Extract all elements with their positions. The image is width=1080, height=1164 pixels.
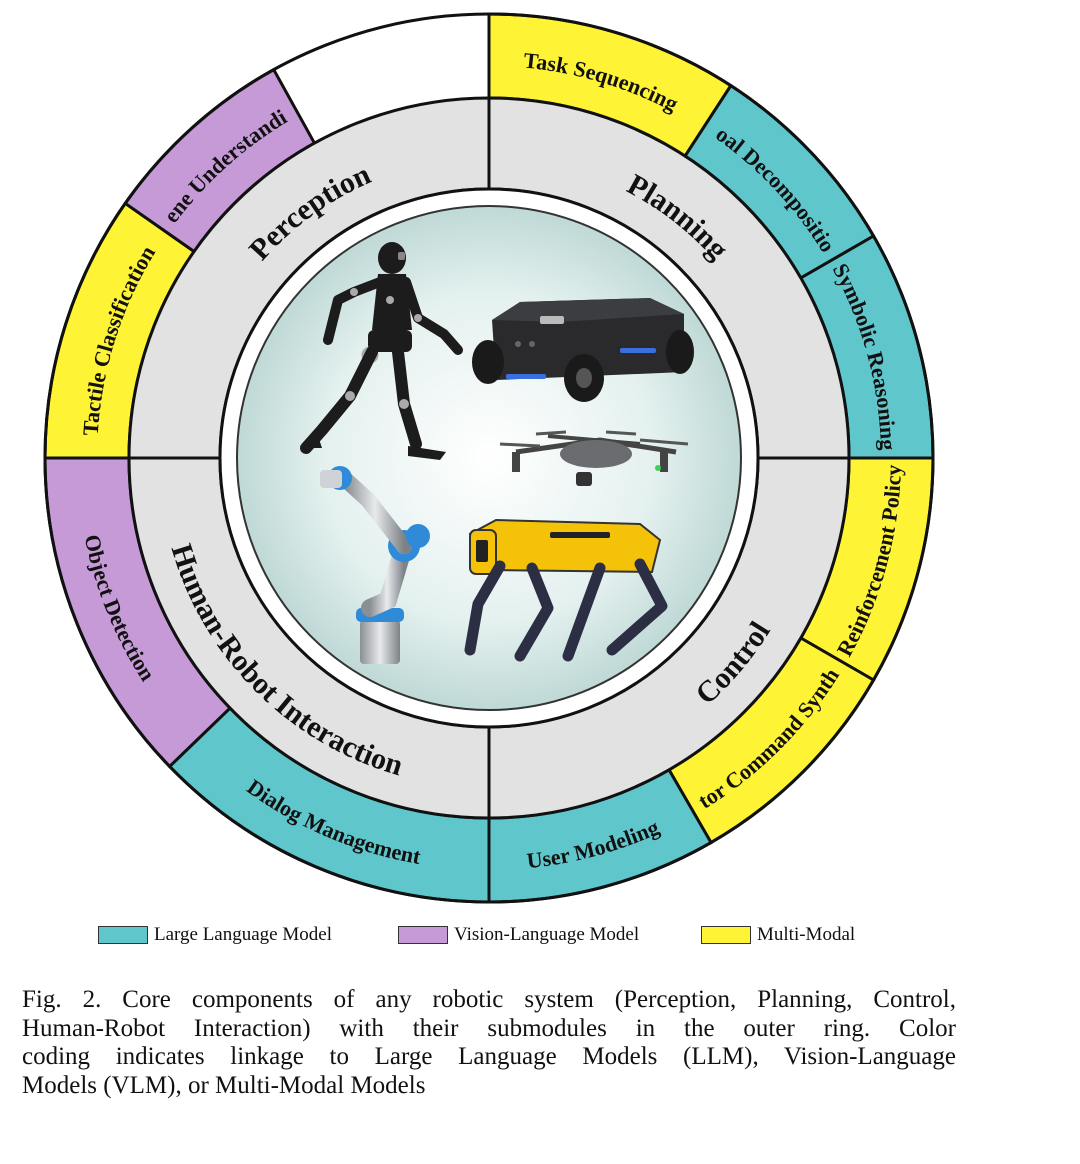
- outer-border: [43, 12, 935, 904]
- legend-item-llm: Large Language Model: [98, 924, 332, 946]
- outer-ring: [43, 12, 935, 904]
- legend-swatch-llm: [98, 926, 148, 944]
- legend-swatch-vlm: [398, 926, 448, 944]
- quadruped-robot-icon: [464, 518, 668, 662]
- humanoid-robot-icon: [300, 242, 463, 460]
- legend-item-vlm: Vision-Language Model: [398, 924, 639, 946]
- legend-swatch-multimodal: [701, 926, 751, 944]
- figure-caption: Fig. 2. Core components of any robotic s…: [22, 986, 956, 1100]
- robot-arm-icon: [320, 466, 430, 664]
- legend-label-llm: Large Language Model: [154, 924, 332, 945]
- caption-line: Models (VLM), or Multi-Modal Models: [22, 1071, 426, 1099]
- drone-icon: [499, 430, 689, 486]
- robot-hub: [218, 187, 760, 729]
- caption-line: coding indicates linkage to Large Langua…: [22, 1043, 956, 1070]
- mobile-base-robot-icon: [472, 298, 694, 402]
- legend-label-vlm: Vision-Language Model: [454, 924, 640, 945]
- caption-line: Human-Robot Interaction) with their subm…: [22, 1014, 956, 1042]
- legend: Large Language Model Vision-Language Mod…: [0, 920, 1080, 952]
- caption-line: Fig. 2. Core components of any robotic s…: [22, 986, 956, 1013]
- legend-label-multimodal: Multi-Modal: [757, 924, 856, 945]
- legend-item-multimodal: Multi-Modal: [701, 924, 855, 946]
